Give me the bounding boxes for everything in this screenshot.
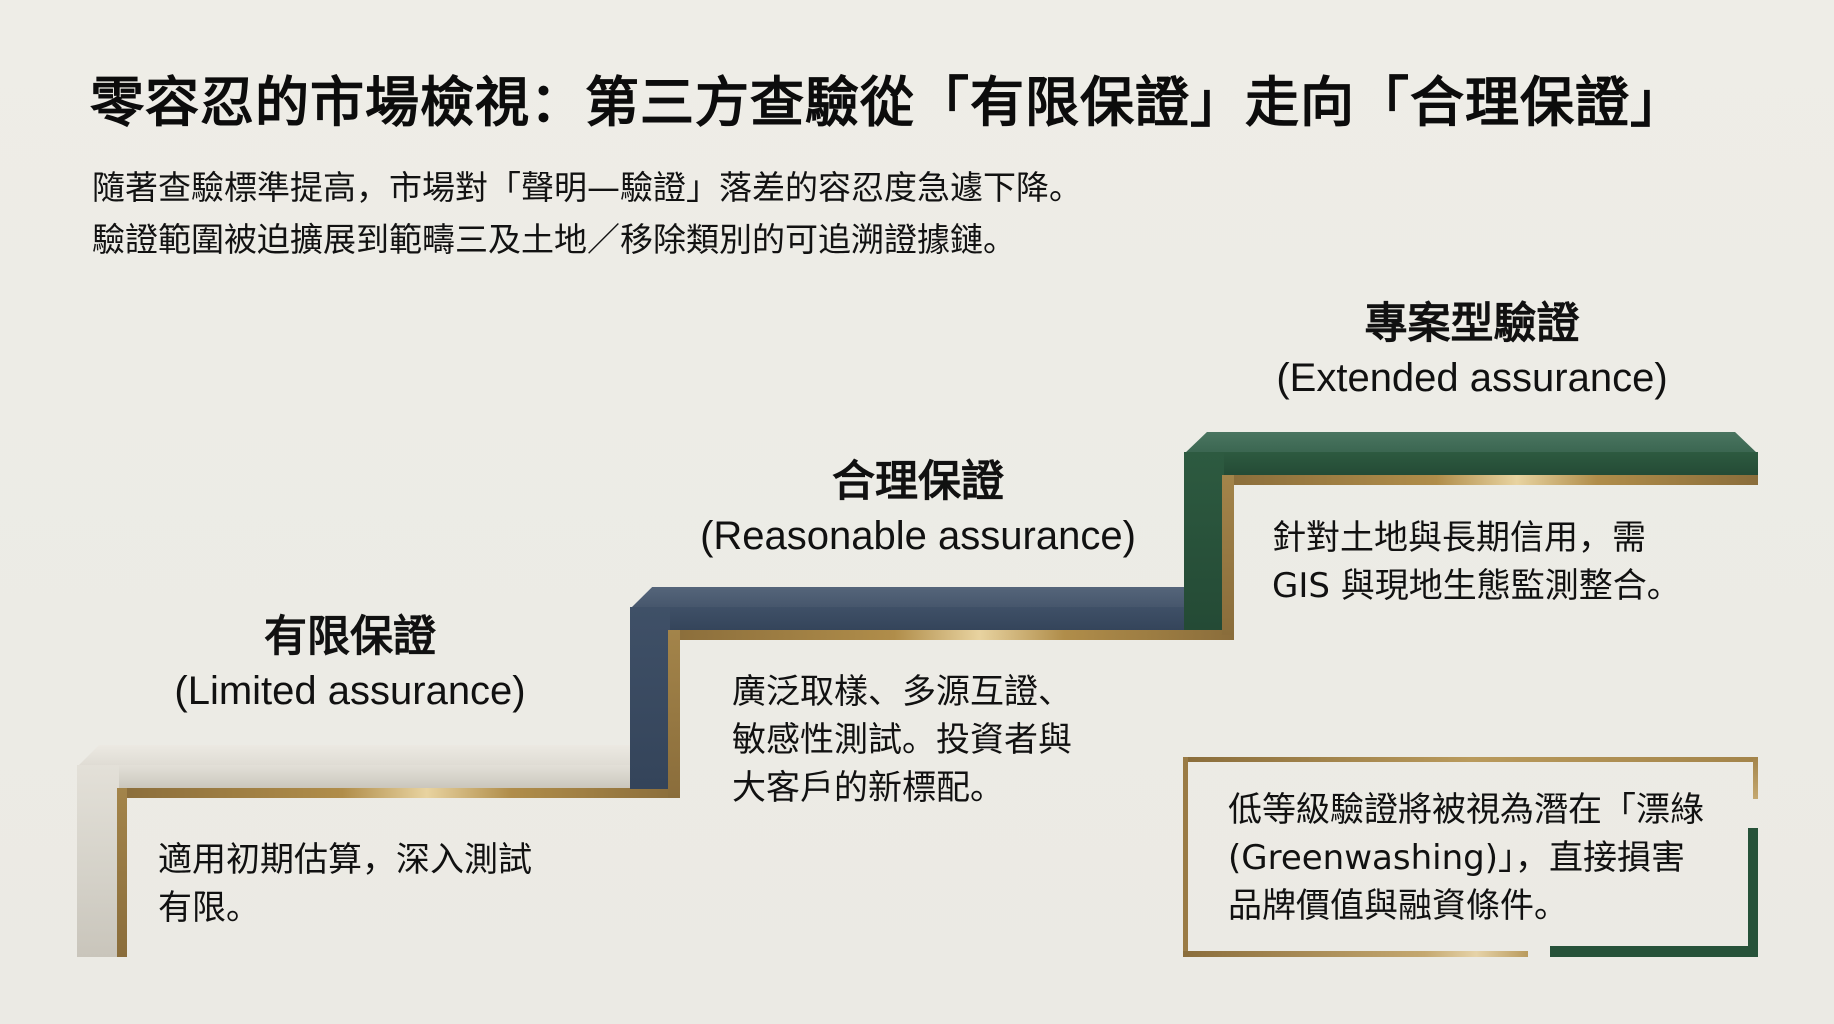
step-2-gold-line <box>668 630 1234 640</box>
subtitle-line-1: 隨著查驗標準提高，市場對「聲明—驗證」落差的容忍度急遽下降。 <box>92 168 1082 207</box>
step-2-slab <box>630 607 1184 631</box>
step-2-description: 廣泛取樣、多源互證、 敏感性測試。投資者與 大客戶的新標配。 <box>732 672 1072 808</box>
step-3-heading-en: (Extended assurance) <box>1276 356 1668 400</box>
warning-accent-right-green <box>1748 828 1758 957</box>
step-2-post <box>630 607 670 789</box>
warning-border-right-gold <box>1753 757 1758 799</box>
warning-border-bottom-gold <box>1183 951 1528 957</box>
step-3-post <box>1184 452 1224 630</box>
step-1-description: 適用初期估算，深入測試 有限。 <box>158 840 532 928</box>
step-1-slab <box>77 765 630 789</box>
step-2-heading-zh: 合理保證 <box>832 457 1004 507</box>
step-1-heading: 有限保證 (Limited assurance) <box>150 610 550 718</box>
step-2-gold-post <box>668 630 680 798</box>
subtitle-line-2: 驗證範圍被迫擴展到範疇三及土地／移除類別的可追溯證據鏈。 <box>92 220 1016 259</box>
step-3-gold-post <box>1222 475 1234 635</box>
step-1-post <box>77 765 119 957</box>
step-1-heading-en: (Limited assurance) <box>174 669 526 713</box>
step-3-slab <box>1184 452 1758 476</box>
warning-text: 低等級驗證將被視為潛在「漂綠 (Greenwashing)」，直接損害 品牌價值… <box>1228 790 1704 926</box>
step-3-gold-line <box>1222 475 1758 485</box>
step-1-gold-post <box>117 788 127 957</box>
step-2-top-bevel <box>630 587 1184 609</box>
step-1-top-bevel <box>77 745 630 767</box>
step-3-heading: 專案型驗證 (Extended assurance) <box>1222 297 1722 405</box>
step-1-heading-zh: 有限保證 <box>264 612 436 662</box>
step-3-heading-zh: 專案型驗證 <box>1364 299 1580 349</box>
warning-border-top <box>1183 757 1758 762</box>
step-2-heading-en: (Reasonable assurance) <box>700 514 1136 558</box>
page-title: 零容忍的市場檢視：第三方查驗從「有限保證」走向「合理保證」 <box>90 71 1685 134</box>
step-3-top-bevel <box>1184 432 1758 454</box>
step-2-heading: 合理保證 (Reasonable assurance) <box>668 455 1168 563</box>
subtitle: 隨著查驗標準提高，市場對「聲明—驗證」落差的容忍度急遽下降。 驗證範圍被迫擴展到… <box>92 162 1082 266</box>
warning-border-left <box>1183 757 1188 957</box>
step-3-description: 針對土地與長期信用，需 GIS 與現地生態監測整合。 <box>1272 518 1681 606</box>
warning-accent-bottom-green <box>1550 946 1758 957</box>
step-1-gold-line <box>117 788 680 798</box>
